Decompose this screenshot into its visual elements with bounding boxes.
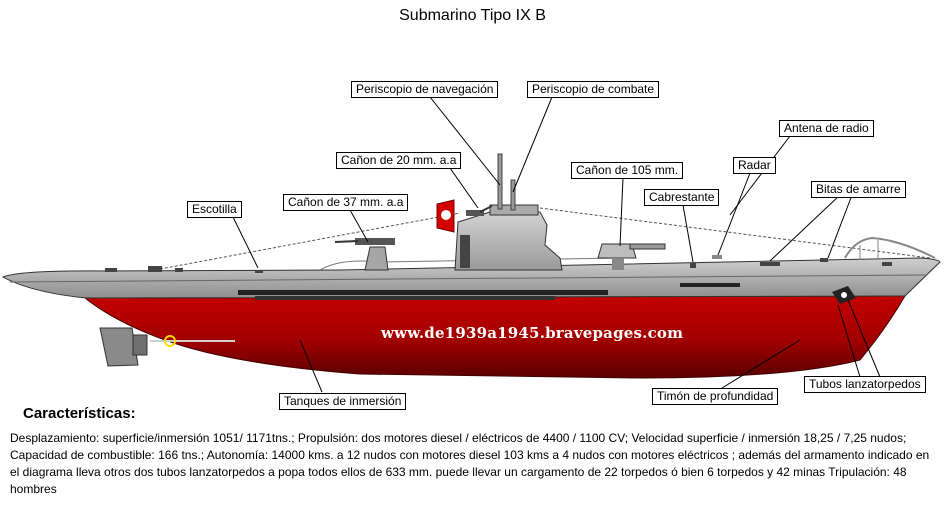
label-radar: Radar xyxy=(733,157,776,174)
website-watermark: www.de1939a1945.bravepages.com xyxy=(381,324,684,342)
tower-ladder xyxy=(460,235,470,268)
deck-fittings xyxy=(105,255,892,273)
stern-rudder xyxy=(99,327,139,367)
anti-aircraft-gun-37mm xyxy=(334,238,395,271)
label-hatch: Escotilla xyxy=(187,201,242,218)
label-diving-planes: Timón de profundidad xyxy=(652,388,779,405)
hull-lower xyxy=(83,295,906,379)
deck-edge-line xyxy=(9,274,926,283)
naval-flag xyxy=(436,199,455,233)
navigation-periscope xyxy=(497,153,503,210)
label-torpedo-tubes: Tubos lanzatorpedos xyxy=(804,376,926,393)
bow-railing xyxy=(844,236,936,259)
label-diving-tanks: Tanques de inmersión xyxy=(279,393,407,410)
label-radio-antenna: Antena de radio xyxy=(779,120,874,137)
label-mooring-bitts: Bitas de amarre xyxy=(811,181,906,198)
radio-antenna-wires xyxy=(154,207,931,271)
propeller xyxy=(132,334,148,356)
label-navigation-periscope: Periscopio de navegación xyxy=(351,81,499,98)
stern-screw-icon xyxy=(164,335,176,347)
label-combat-periscope: Periscopio de combate xyxy=(527,81,660,98)
characteristics-text: Desplazamiento: superficie/inmersión 105… xyxy=(10,431,930,496)
label-capstan: Cabrestante xyxy=(644,189,720,206)
anti-aircraft-gun-20mm xyxy=(466,205,493,216)
characteristics-heading: Características: xyxy=(23,405,136,422)
diagram-title: Submarino Tipo IX B xyxy=(399,7,546,24)
deck-gun-105mm xyxy=(597,243,666,270)
label-aa-gun-37mm: Cañon de 37 mm. a.a xyxy=(283,194,409,211)
label-aa-gun-20mm: Cañon de 20 mm. a.a xyxy=(336,152,462,169)
combat-periscope xyxy=(510,179,516,211)
conning-tower xyxy=(454,211,563,271)
leader-lines xyxy=(231,96,881,393)
bow-emblem-icon xyxy=(832,286,856,304)
label-deck-gun-105mm: Cañon de 105 mm. xyxy=(571,162,684,179)
ballast-window-row xyxy=(238,283,740,300)
